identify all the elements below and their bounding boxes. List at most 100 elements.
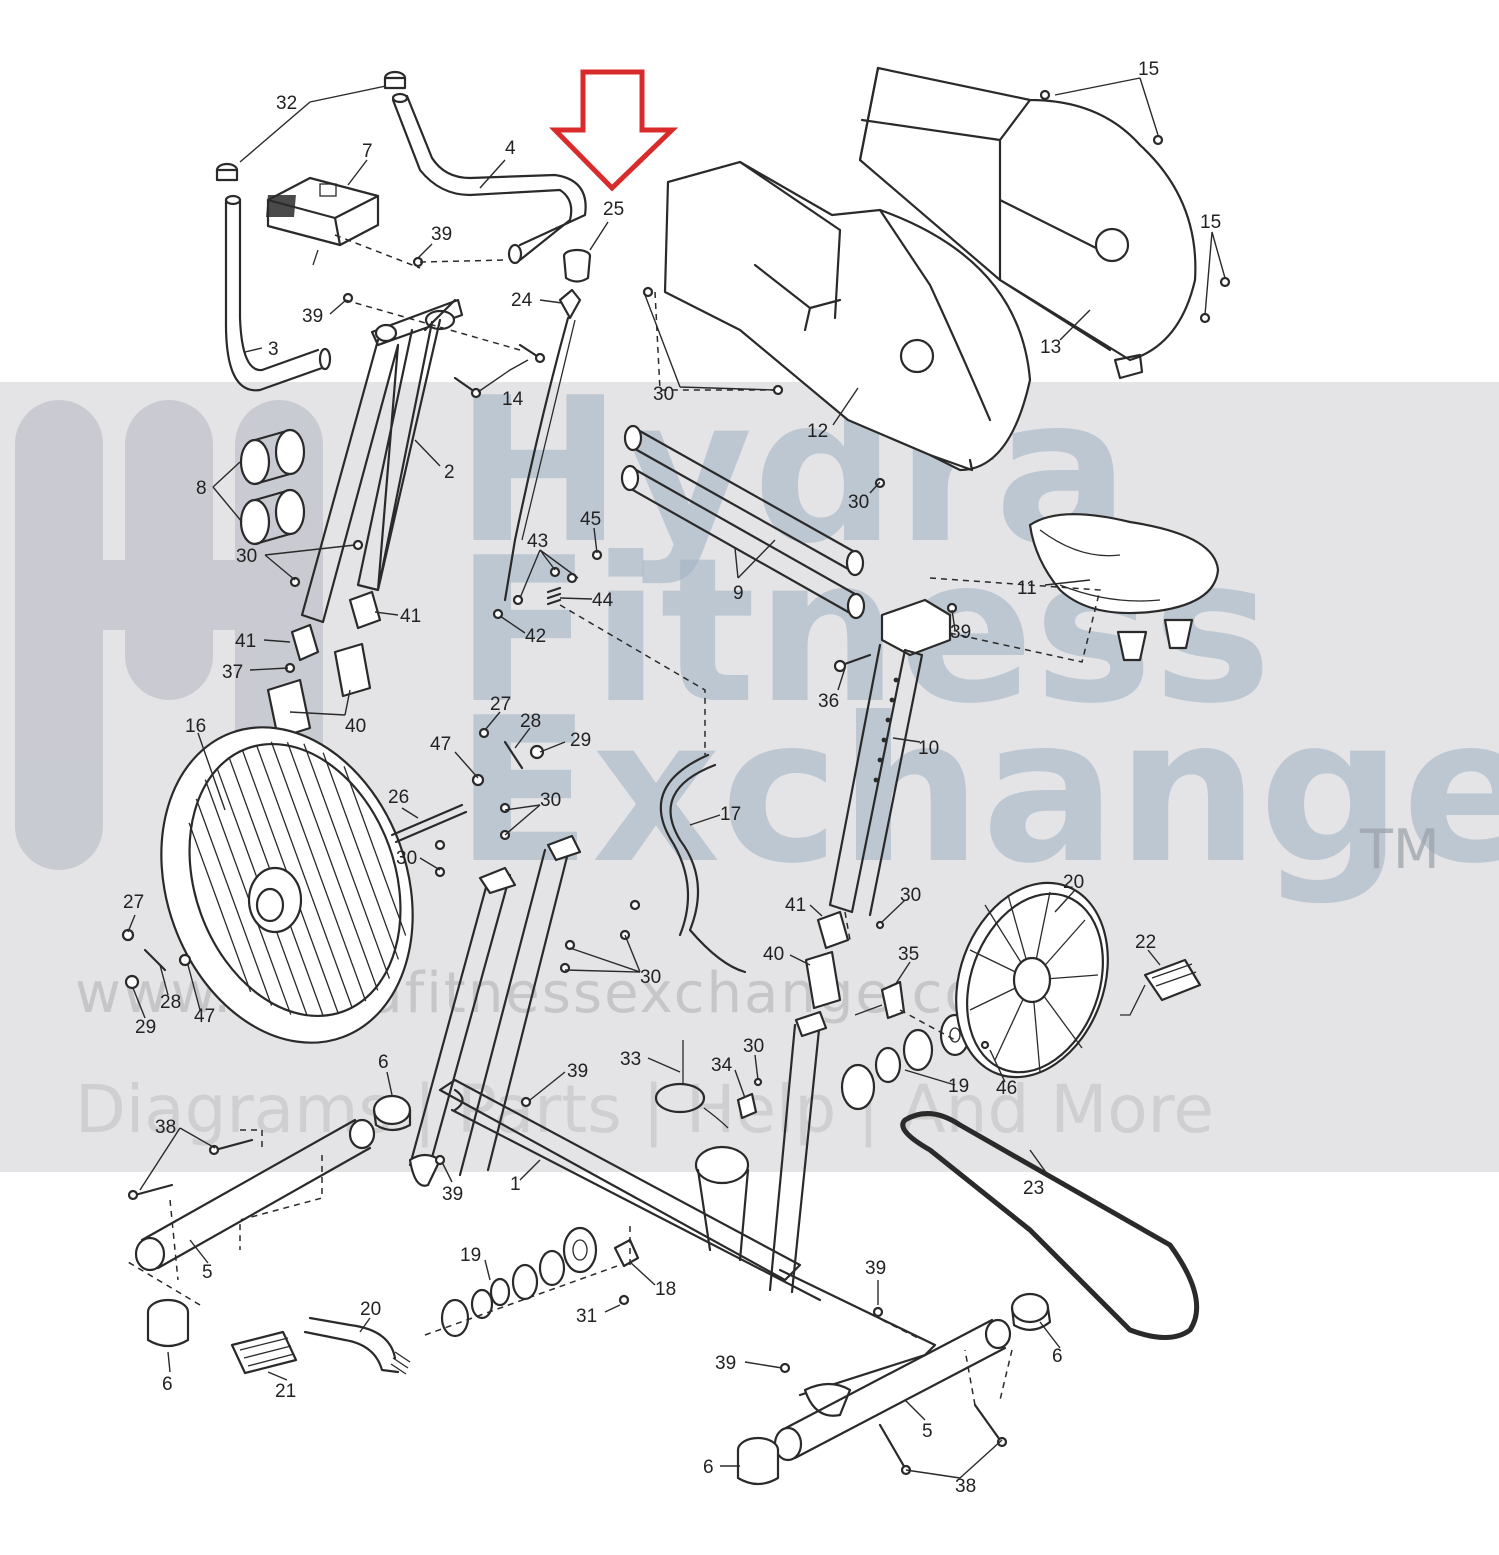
- part-26-axle: [390, 803, 468, 844]
- callout-33: 33: [620, 1049, 641, 1070]
- callout-6-left: 6: [162, 1374, 173, 1395]
- callout-38-left: 38: [155, 1117, 176, 1138]
- part-24-25-tension-knob: [503, 248, 592, 602]
- callout-36: 36: [818, 691, 839, 712]
- callout-30-post: 30: [848, 492, 869, 513]
- callout-6-upper: 6: [378, 1052, 389, 1073]
- callout-labels: 32 7 4 25 15 15 39 39 24 3 14 30 12 13 2…: [123, 59, 1221, 1497]
- callout-2: 2: [444, 462, 455, 483]
- callout-32: 32: [276, 93, 297, 114]
- callout-41-left: 41: [235, 631, 256, 652]
- callout-21: 21: [275, 1381, 296, 1402]
- part-5-stabilizer-right: [773, 1292, 1052, 1462]
- callout-37: 37: [222, 662, 243, 683]
- part-3-left-handlebar: [224, 198, 324, 392]
- callout-19-left: 19: [460, 1245, 481, 1266]
- callout-29-upper: 29: [570, 730, 591, 751]
- callout-28-upper: 28: [520, 711, 541, 732]
- part-2-front-upright: [300, 298, 464, 624]
- callout-27-upper: 27: [490, 694, 511, 715]
- callout-9: 9: [733, 583, 744, 604]
- part-7-console: [266, 176, 380, 266]
- callout-17: 17: [720, 804, 741, 825]
- callout-40-rear: 40: [763, 944, 784, 965]
- callout-11: 11: [1017, 578, 1037, 599]
- part-13-right-shield: [858, 66, 1197, 380]
- callout-47-lower: 47: [194, 1006, 215, 1027]
- callout-12: 12: [807, 421, 828, 442]
- callout-5-right: 5: [922, 1421, 933, 1442]
- part-10-seat-post: [828, 598, 952, 917]
- callout-3: 3: [268, 339, 279, 360]
- part-40-41-rear-caps: [804, 910, 850, 1010]
- callout-22: 22: [1135, 932, 1156, 953]
- arrow-down-icon: [549, 69, 679, 192]
- callout-41-rear: 41: [785, 895, 806, 916]
- callout-46: 46: [996, 1078, 1017, 1099]
- part-5-stabilizer-left: [134, 1094, 412, 1272]
- part-22-pedal-right: [1120, 958, 1202, 1016]
- callout-20-right: 20: [1063, 872, 1084, 893]
- callout-6-bottom: 6: [703, 1457, 714, 1478]
- callout-30-front: 30: [236, 546, 257, 567]
- callout-43: 43: [527, 531, 548, 552]
- part-9-tubes: [620, 424, 866, 620]
- part-12-left-shield: [663, 160, 1032, 472]
- part-6-caps-floor: [146, 1298, 780, 1486]
- callout-30-frame-left: 30: [396, 848, 417, 869]
- callout-38-right: 38: [955, 1476, 976, 1497]
- callout-30-seatpost: 30: [900, 885, 921, 906]
- part-23-drive-belt: [900, 1111, 1200, 1340]
- callout-16: 16: [185, 716, 206, 737]
- callout-26: 26: [388, 787, 409, 808]
- callout-29-lower: 29: [135, 1017, 156, 1038]
- leader-lines: [127, 77, 1226, 1479]
- callout-8: 8: [196, 478, 207, 499]
- callout-40-front: 40: [345, 716, 366, 737]
- part-4-right-handlebar: [391, 94, 587, 262]
- callout-19-right: 19: [948, 1076, 969, 1097]
- callout-41-right: 41: [400, 606, 421, 627]
- parts-line-art: [121, 66, 1231, 1486]
- callout-39-foot: 39: [715, 1353, 736, 1374]
- callout-39-seatpost: 39: [950, 622, 971, 643]
- callout-34: 34: [711, 1055, 733, 1076]
- assembly-dash-lines: [127, 234, 1101, 1406]
- callout-28-lower: 28: [160, 992, 181, 1013]
- callout-10: 10: [918, 738, 939, 759]
- callout-30-frame-right: 30: [640, 967, 661, 988]
- part-32-end-caps: [215, 70, 407, 182]
- callout-1: 1: [510, 1174, 521, 1195]
- part-41-40-post-caps: [266, 590, 382, 740]
- callout-39-stabilizer: 39: [865, 1258, 886, 1279]
- callout-39-frame: 39: [567, 1061, 588, 1082]
- callout-35: 35: [898, 944, 919, 965]
- callout-30-cable: 30: [743, 1036, 764, 1057]
- callout-31: 31: [576, 1306, 597, 1327]
- callout-18: 18: [655, 1279, 676, 1300]
- callout-42: 42: [525, 626, 546, 647]
- callout-15-top: 15: [1138, 59, 1159, 80]
- part-20-chainring-right: [955, 881, 1109, 1079]
- part-17-cable: [659, 753, 747, 974]
- callout-14: 14: [502, 389, 524, 410]
- callout-30-frame-upper: 30: [540, 790, 561, 811]
- callout-7: 7: [362, 141, 373, 162]
- callout-20-left: 20: [360, 1299, 381, 1320]
- part-20-crank-left: [303, 1316, 411, 1375]
- callout-13: 13: [1040, 337, 1061, 358]
- callout-6-right: 6: [1052, 1346, 1063, 1367]
- callout-39-left: 39: [302, 306, 323, 327]
- watermark-tagline: Diagrams | Parts | Help | And More: [75, 1071, 1214, 1148]
- callout-39-console: 39: [431, 224, 452, 245]
- callout-44: 44: [592, 590, 614, 611]
- callout-30-shield: 30: [653, 384, 674, 405]
- callout-39-base: 39: [442, 1184, 463, 1205]
- part-1-main-frame: [408, 834, 937, 1417]
- callout-5-left: 5: [202, 1262, 213, 1283]
- watermark-trademark: TM: [1359, 818, 1440, 881]
- part-21-pedal-left: [230, 1330, 298, 1375]
- callout-47-upper: 47: [430, 734, 451, 755]
- part-18-clip: [613, 1238, 640, 1268]
